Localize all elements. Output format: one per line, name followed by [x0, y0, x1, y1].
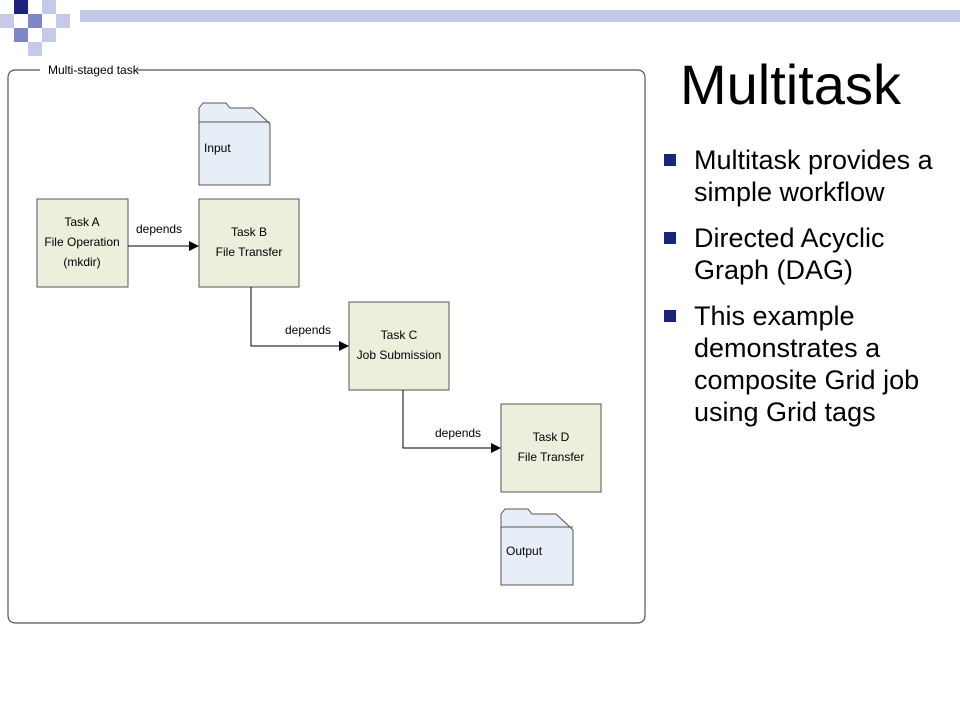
bullet-item: Directed Acyclic Graph (DAG) — [664, 222, 954, 286]
folder-icon — [198, 102, 271, 186]
bullet-square-icon — [664, 154, 676, 166]
task-b-title: Task B — [231, 225, 267, 239]
bullet-text: Multitask provides a simple workflow — [694, 145, 933, 207]
bullet-item: This example demonstrates a composite Gr… — [664, 300, 954, 428]
deco-square — [42, 0, 56, 14]
task-c-node: Task C Job Submission — [348, 301, 450, 391]
arrow-line — [250, 287, 349, 351]
decoration-squares — [0, 0, 80, 60]
edge-b-c: depends — [250, 287, 349, 351]
output-label: Output — [506, 544, 543, 558]
deco-square — [0, 14, 14, 28]
task-c-line: Job Submission — [357, 348, 442, 362]
task-a-title: Task A — [64, 215, 99, 229]
input-folder: Input — [198, 102, 271, 186]
task-b-line: File Transfer — [216, 245, 283, 259]
task-a-line: (mkdir) — [63, 255, 100, 269]
diagram-frame — [7, 69, 646, 624]
deco-square — [42, 28, 56, 42]
task-a-line: File Operation — [44, 235, 119, 249]
bullet-square-icon — [664, 310, 676, 322]
frame-label: Multi-staged task — [48, 63, 140, 77]
task-d-line: File Transfer — [518, 450, 585, 464]
bullet-item: Multitask provides a simple workflow — [664, 144, 954, 208]
edge-label: depends — [435, 426, 481, 440]
deco-square — [14, 28, 28, 42]
bullet-text: This example demonstrates a composite Gr… — [694, 301, 920, 427]
edge-label: depends — [136, 222, 182, 236]
deco-square — [28, 42, 42, 56]
edge-label: depends — [285, 323, 331, 337]
edge-a-b: depends — [128, 222, 199, 251]
bullet-list: Multitask provides a simple workflow Dir… — [664, 144, 954, 442]
header-bar — [80, 10, 960, 22]
task-d-title: Task D — [533, 430, 570, 444]
task-c-title: Task C — [381, 328, 418, 342]
deco-square — [14, 0, 28, 14]
folder-icon — [500, 508, 574, 586]
task-d-node: Task D File Transfer — [500, 403, 602, 493]
slide-title: Multitask — [680, 53, 901, 116]
edge-c-d: depends — [402, 390, 501, 453]
deco-square — [56, 14, 70, 28]
bullet-square-icon — [664, 232, 676, 244]
task-b-node: Task B File Transfer — [198, 198, 300, 288]
output-folder: Output — [500, 508, 574, 586]
deco-square — [28, 14, 42, 28]
task-a-node: Task A File Operation (mkdir) — [36, 198, 129, 288]
bullet-text: Directed Acyclic Graph (DAG) — [694, 223, 885, 285]
input-label: Input — [204, 141, 231, 155]
arrow-line — [402, 390, 501, 453]
